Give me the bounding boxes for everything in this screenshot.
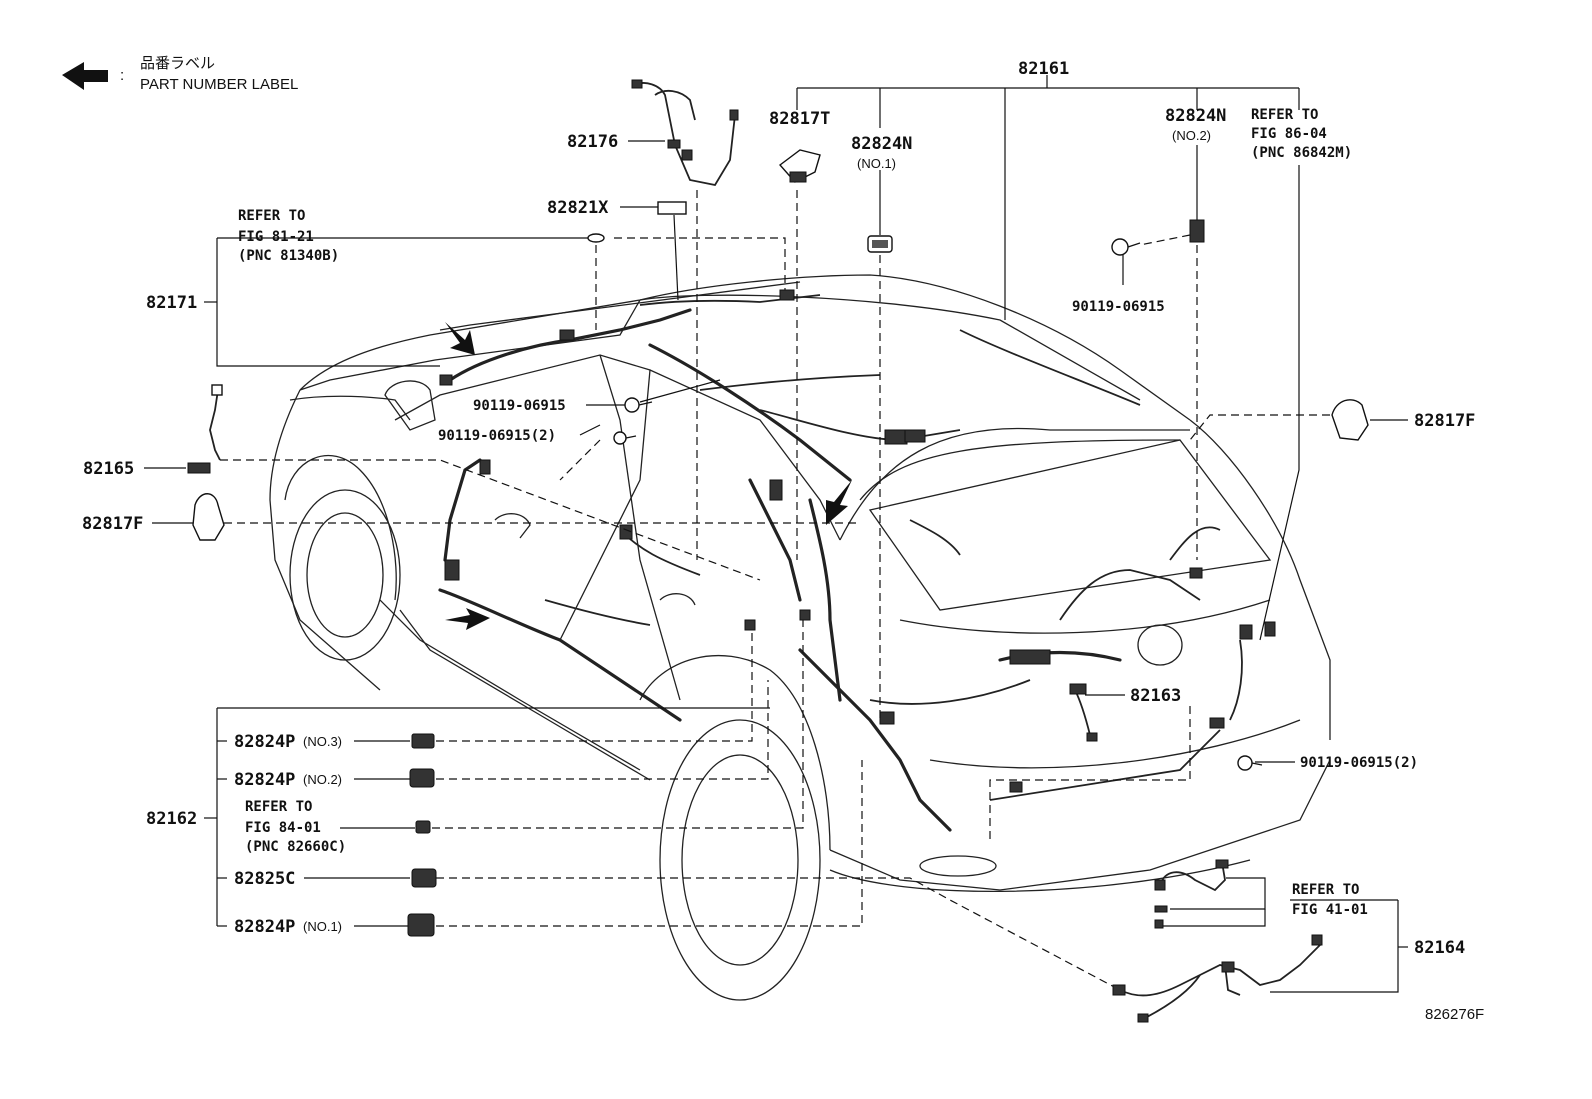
legend-japanese: 品番ラベル (140, 55, 215, 72)
label-82824P-no3-sub: (NO.3) (303, 734, 342, 749)
leader-lines (144, 75, 1408, 993)
ref-84-01-line2: FIG 84-01 (245, 820, 321, 836)
label-82824N-no2: 82824N (1165, 106, 1226, 126)
label-82161: 82161 (1018, 59, 1069, 79)
label-82817F-right: 82817F (1414, 411, 1475, 431)
connectors (439, 289, 1276, 793)
label-82824N-no2-sub: (NO.2) (1172, 128, 1211, 143)
label-82164: 82164 (1414, 938, 1465, 958)
label-arrow-icons (445, 322, 852, 630)
label-bolt-top: 90119-06915 (1072, 299, 1165, 315)
label-82821X: 82821X (547, 198, 609, 218)
label-82824N-no1-sub: (NO.1) (857, 156, 896, 171)
figure-id: 826276F (1425, 1006, 1484, 1023)
ref-86-04-line1: REFER TO (1251, 107, 1318, 123)
legend-english: PART NUMBER LABEL (140, 76, 298, 93)
label-82824P-no2: 82824P (234, 770, 295, 790)
label-bolt-right: 90119-06915(2) (1300, 755, 1418, 771)
legend-colon: : (120, 67, 124, 84)
label-82817T: 82817T (769, 109, 830, 129)
label-82824P-no1-sub: (NO.1) (303, 919, 342, 934)
label-82165: 82165 (83, 459, 134, 479)
ref-41-01-line1: REFER TO (1292, 882, 1359, 898)
ref-81-21-line2: FIG 81-21 (238, 229, 314, 245)
ref-81-21-line1: REFER TO (238, 208, 305, 224)
ref-81-21-line3: (PNC 81340B) (238, 248, 339, 264)
label-82824N-no1: 82824N (851, 134, 912, 154)
ref-86-04-line2: FIG 86-04 (1251, 126, 1327, 142)
label-82824P-no2-sub: (NO.2) (303, 772, 342, 787)
label-82163: 82163 (1130, 686, 1181, 706)
wire-harnesses (438, 294, 1243, 832)
label-82817F-left: 82817F (82, 514, 143, 534)
label-82176: 82176 (567, 132, 618, 152)
label-82171: 82171 (146, 293, 197, 313)
ref-41-01-line2: FIG 41-01 (1292, 902, 1368, 918)
label-bolt-mid2: 90119-06915(2) (438, 428, 556, 444)
label-82824P-no1: 82824P (234, 917, 295, 937)
part-labels: 82161 82817T 82824N (NO.1) 82824N (NO.2)… (82, 59, 1484, 1023)
label-82824P-no3: 82824P (234, 732, 295, 752)
label-82825C: 82825C (234, 869, 295, 889)
label-bolt-mid1: 90119-06915 (473, 398, 566, 414)
ref-84-01-line3: (PNC 82660C) (245, 839, 346, 855)
legend-arrow-icon (62, 62, 108, 90)
parts (187, 79, 1369, 1023)
label-82162: 82162 (146, 809, 197, 829)
vehicle-body (269, 274, 1331, 1001)
ref-86-04-line3: (PNC 86842M) (1251, 145, 1352, 161)
ref-84-01-line1: REFER TO (245, 799, 312, 815)
